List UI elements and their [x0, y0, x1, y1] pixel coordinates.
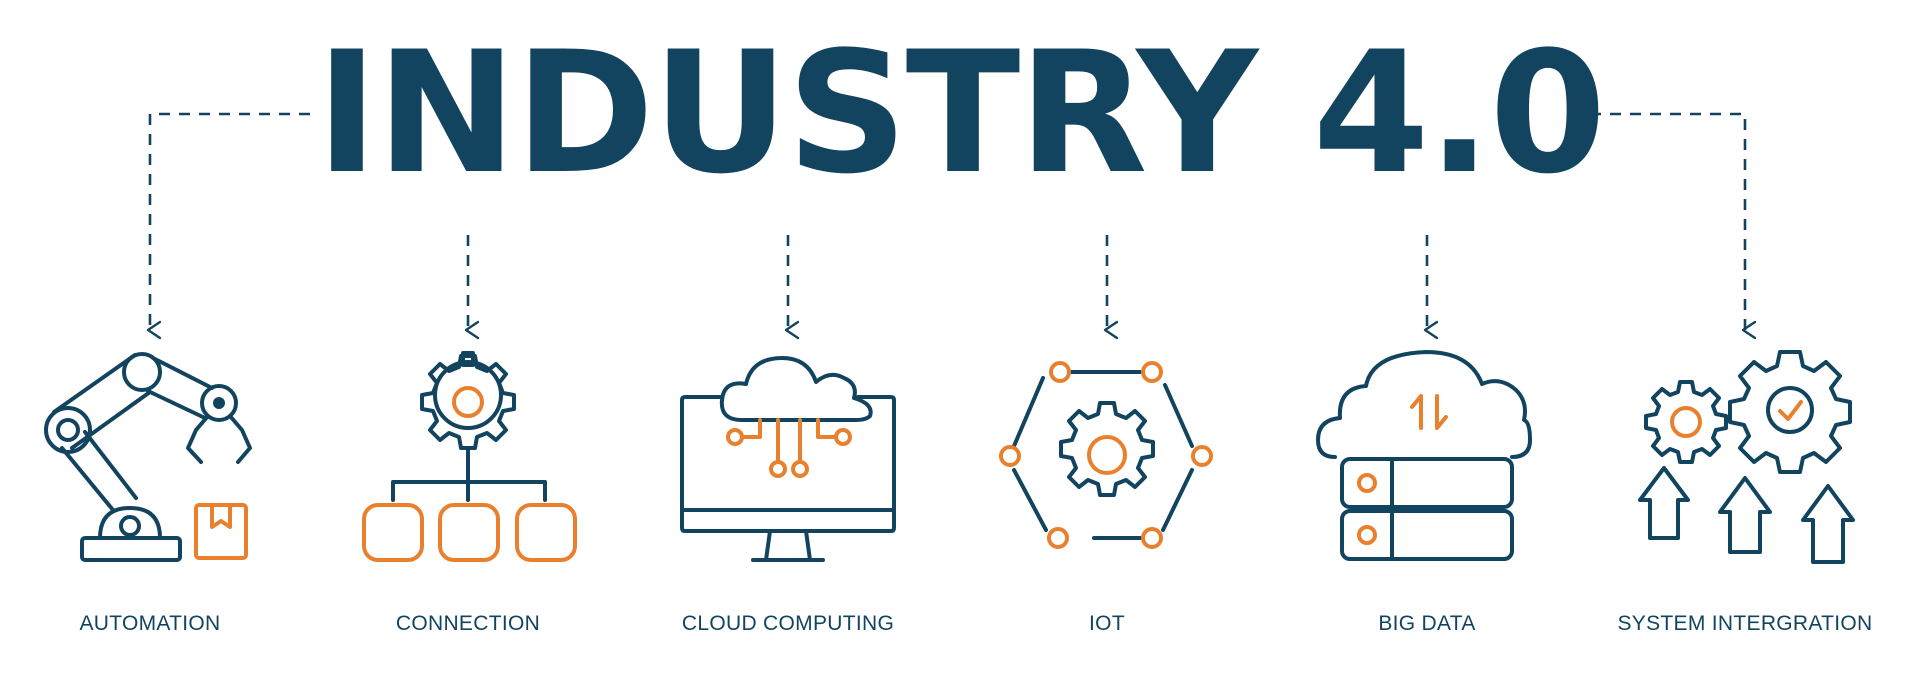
robotic-arm-icon	[44, 352, 252, 562]
iot-hexagon-gear-icon	[999, 361, 1213, 549]
label-cloud-computing: CLOUD COMPUTING	[681, 612, 895, 635]
gear-icon	[433, 351, 503, 430]
label-big-data: BIG DATA	[1378, 612, 1476, 635]
box-icon	[194, 503, 248, 560]
gears-upload-icon	[1638, 350, 1855, 564]
label-system-integration: SYSTEM INTERGRATION	[1617, 612, 1873, 635]
label-connection: CONNECTION	[395, 612, 541, 635]
page-title: INDUSTRY 4.0	[315, 15, 1607, 211]
gear-network-icon	[362, 351, 577, 562]
label-iot: IOT	[1089, 612, 1125, 635]
connector-automation	[146, 112, 310, 340]
label-automation: AUTOMATION	[79, 612, 221, 635]
connector-lines	[146, 112, 1757, 340]
cloud-monitor-icon	[680, 356, 896, 562]
cloud-database-icon	[1316, 350, 1532, 561]
